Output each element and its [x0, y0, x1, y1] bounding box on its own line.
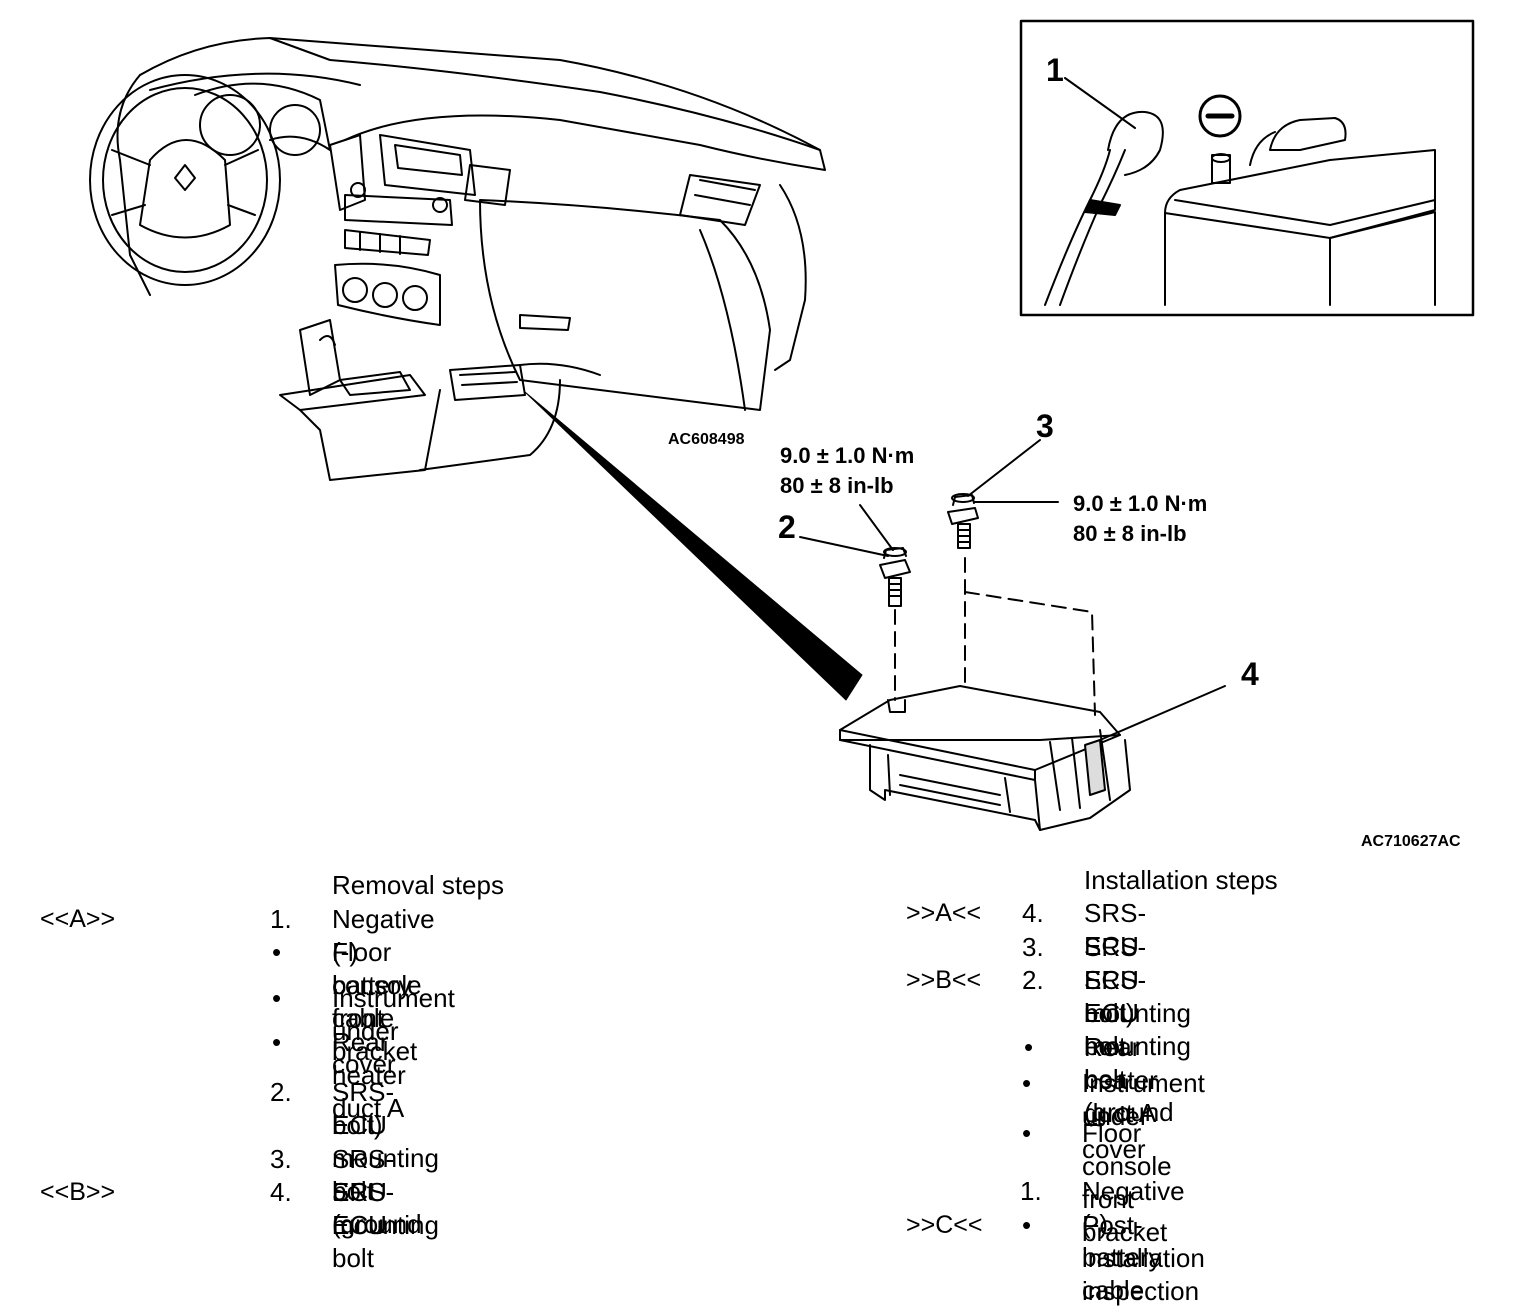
removal-text: Negative (-) battery cable [332, 904, 435, 1033]
installation-ref: >>B<< [906, 966, 982, 994]
installation-text: Instrument under cover [1082, 1068, 1205, 1164]
torque-bolt-2: 9.0 ± 1.0 N·m 80 ± 8 in-lb [780, 441, 914, 501]
removal-text-cont: bolt) [332, 1110, 383, 1140]
installation-index: • [1022, 1118, 1032, 1148]
bolt-2 [799, 504, 911, 701]
torque-bolt-3: 9.0 ± 1.0 N·m 80 ± 8 in-lb [1073, 489, 1207, 549]
installation-index: 1. [1020, 1176, 1042, 1206]
installation-ref: >>A<< [906, 899, 982, 927]
removal-index: • [272, 983, 282, 1013]
installation-ref: >>C<< [906, 1211, 983, 1239]
installation-index: • [1022, 1068, 1032, 1098]
installation-text: SRS-ECU mounting bolt [1084, 932, 1191, 1061]
removal-text: Rear heater duct A [332, 1027, 406, 1123]
installation-index: • [1022, 1210, 1032, 1240]
installation-text: SRS-ECU mounting bolt (ground [1084, 965, 1191, 1127]
torque-bolt-2-imperial: 80 ± 8 in-lb [780, 473, 894, 498]
removal-index: 4. [270, 1177, 292, 1207]
removal-index: • [272, 1027, 282, 1057]
negative-terminal-icon [1198, 94, 1242, 138]
torque-bolt-2-metric: 9.0 ± 1.0 N·m [780, 443, 915, 468]
removal-text: Instrument under cover [332, 983, 455, 1079]
removal-text: SRS-ECU mounting bolt (ground [332, 1077, 439, 1239]
removal-ref: <<B>> [40, 1178, 116, 1206]
torque-bolt-3-metric: 9.0 ± 1.0 N·m [1073, 491, 1208, 516]
removal-ref: <<A>> [40, 905, 116, 933]
dashboard-illustration [89, 37, 826, 481]
removal-index: 3. [270, 1144, 292, 1174]
removal-index: • [272, 937, 282, 967]
removal-text: SRS-ECU [332, 1177, 395, 1240]
removal-text: SRS-ECU mounting bolt [332, 1144, 439, 1273]
callout-2: 2 [778, 509, 796, 545]
torque-bolt-3-imperial: 80 ± 8 in-lb [1073, 521, 1187, 546]
installation-text: Rear heater duct A [1084, 1032, 1158, 1128]
location-pointer [524, 391, 863, 701]
installation-index: 3. [1022, 932, 1044, 962]
image-code-ecu: AC710627AC [1361, 833, 1461, 850]
callout-3: 3 [1036, 408, 1054, 444]
installation-index: 2. [1022, 965, 1044, 995]
installation-text: Floor console front bracket [1082, 1118, 1172, 1247]
removal-index: 2. [270, 1077, 292, 1107]
callout-1: 1 [1046, 52, 1064, 88]
srs-ecu-diagram [89, 19, 1475, 831]
srs-ecu-unit [839, 685, 1226, 831]
installation-heading: Installation steps [1084, 865, 1278, 895]
callout-4: 4 [1241, 656, 1259, 692]
removal-text: Floor console front bracket [332, 937, 422, 1066]
installation-text: SRS-ECU [1084, 898, 1147, 961]
removal-index: 1. [270, 904, 292, 934]
removal-heading: Removal steps [332, 870, 504, 900]
bolt-3 [947, 439, 1096, 716]
installation-text-cont: bolt) [1084, 998, 1135, 1028]
battery-inset [1019, 19, 1475, 317]
installation-index: • [1024, 1032, 1034, 1062]
installation-index: 4. [1022, 898, 1044, 928]
installation-text: Post-installation inspection [1082, 1210, 1205, 1306]
image-code-dashboard: AC608498 [668, 431, 745, 448]
